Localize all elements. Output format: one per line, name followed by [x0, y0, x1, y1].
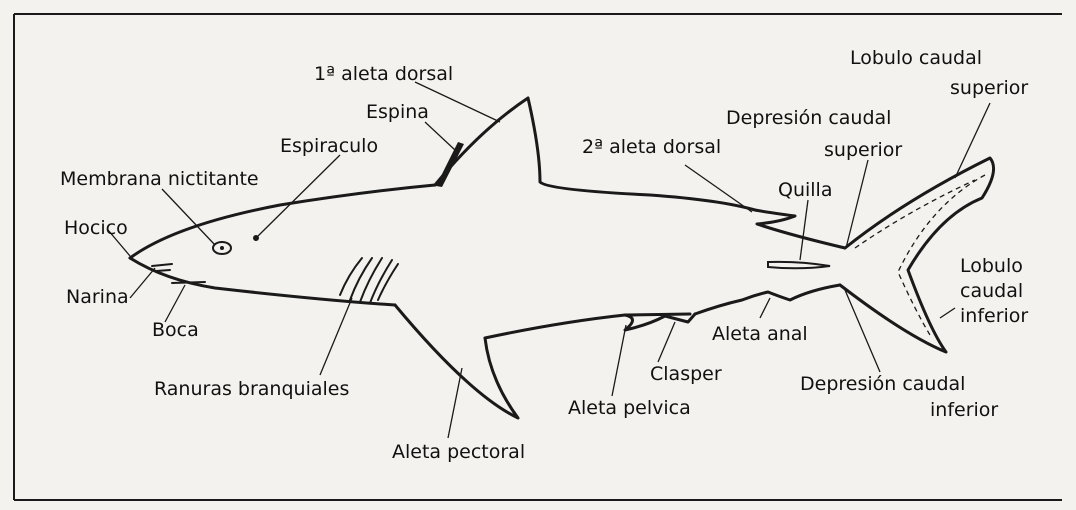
leader-boca — [165, 285, 185, 322]
labels: 1ª aleta dorsal Espina Espiraculo Membra… — [60, 47, 1028, 463]
label-depresion-caudal-superior-2: superior — [824, 139, 902, 161]
leader-clasper — [658, 322, 675, 362]
leader-ranuras — [320, 298, 352, 375]
shark-details — [152, 142, 985, 335]
label-hocico: Hocico — [64, 217, 128, 239]
leader-aleta-anal — [760, 298, 770, 318]
label-lobulo-caudal-inferior-3: inferior — [960, 305, 1028, 327]
label-ranuras-branquiales: Ranuras branquiales — [154, 378, 349, 400]
second-dorsal-fin — [755, 210, 845, 248]
label-aleta-anal: Aleta anal — [712, 323, 808, 345]
leader-espiraculo — [258, 155, 340, 236]
mouth — [172, 282, 205, 283]
gill-slit — [370, 260, 392, 303]
spine-mark — [436, 142, 464, 187]
leader-depresion-superior — [846, 160, 868, 248]
label-depresion-caudal-inferior-1: Depresión caudal — [800, 373, 965, 395]
label-aleta-pectoral: Aleta pectoral — [392, 441, 525, 463]
pelvic-fin — [625, 314, 695, 330]
gill-slit — [340, 258, 362, 295]
leader-lobulo-inferior — [940, 308, 955, 318]
label-membrana-nictitante: Membrana nictitante — [60, 168, 259, 190]
label-primera-aleta-dorsal: 1ª aleta dorsal — [314, 63, 453, 85]
label-narina: Narina — [66, 286, 129, 308]
label-lobulo-caudal-superior-1: Lobulo caudal — [850, 47, 982, 69]
leader-quilla — [800, 200, 808, 260]
leader-aleta-pectoral — [448, 368, 462, 438]
gill-slit — [378, 264, 398, 300]
leader-aleta-pelvica — [612, 325, 626, 396]
label-espina: Espina — [366, 101, 429, 123]
leader-narina — [130, 268, 155, 298]
leader-espina — [425, 122, 455, 150]
label-lobulo-caudal-inferior-1: Lobulo — [960, 255, 1023, 277]
anal-fin — [695, 285, 840, 314]
belly-line — [485, 315, 625, 338]
label-boca: Boca — [152, 319, 199, 341]
leader-segunda-aleta-dorsal — [685, 165, 752, 212]
label-depresion-caudal-inferior-2: inferior — [930, 399, 998, 421]
label-lobulo-caudal-superior-2: superior — [950, 77, 1028, 99]
gill-slit — [350, 258, 372, 300]
eye-pupil — [220, 246, 224, 250]
label-aleta-pelvica: Aleta pelvica — [568, 397, 691, 419]
label-espiraculo: Espiraculo — [280, 135, 378, 157]
keel — [768, 262, 830, 268]
label-depresion-caudal-superior-1: Depresión caudal — [726, 107, 891, 129]
label-quilla: Quilla — [778, 179, 832, 201]
label-segunda-aleta-dorsal: 2ª aleta dorsal — [582, 136, 721, 158]
dorsal-profile-front — [130, 185, 435, 258]
label-lobulo-caudal-inferior-2: caudal — [960, 280, 1023, 302]
label-clasper: Clasper — [650, 363, 722, 385]
pectoral-fin — [395, 305, 518, 418]
frame-border — [14, 14, 1062, 500]
gill-slit — [360, 258, 382, 302]
